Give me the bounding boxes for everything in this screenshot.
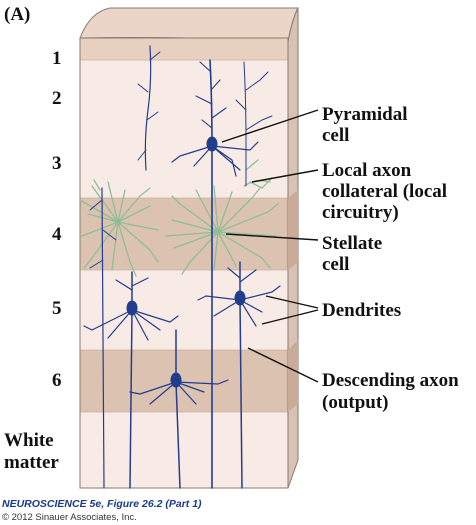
leader-local-axon — [251, 169, 319, 183]
figure-credit-title: NEUROSCIENCE 5e, Figure 26.2 (Part 1) — [2, 498, 202, 510]
layer-6-band — [80, 350, 288, 412]
cortex-block — [79, 7, 299, 489]
white-matter-label-line1: White — [4, 430, 54, 451]
white-matter-label-line2: matter — [4, 452, 59, 473]
label-stellate-line2: cell — [322, 254, 349, 275]
leader-dendrites-a — [265, 295, 319, 309]
leader-dendrites-b — [261, 309, 319, 325]
white-matter-band — [80, 412, 288, 488]
label-descending-line1: Descending axon — [322, 370, 459, 391]
label-pyramidal-line1: Pyramidal — [322, 104, 408, 125]
layer-number-5: 5 — [52, 298, 62, 319]
layer-number-4: 4 — [52, 224, 62, 245]
layer-number-2: 2 — [52, 88, 62, 109]
label-dendrites: Dendrites — [322, 300, 401, 321]
leader-descending — [247, 347, 319, 383]
callout-labels: Pyramidal cell Local axon collateral (lo… — [322, 104, 459, 413]
label-stellate-line1: Stellate — [322, 233, 382, 254]
leader-pyramidal — [221, 109, 319, 143]
pyramidal-neurons — [83, 45, 281, 489]
layer-1-band — [80, 38, 288, 60]
layer-number-1: 1 — [52, 48, 62, 69]
pial-surface — [79, 7, 299, 43]
leader-stellate — [225, 233, 319, 241]
label-local-axon-line2: collateral (local — [322, 181, 447, 202]
layer-numbers: 1 2 3 4 5 6 White matter — [4, 48, 62, 473]
layer-number-6: 6 — [52, 370, 62, 391]
figure-credit-copyright: © 2012 Sinauer Associates, Inc. — [2, 512, 137, 523]
layer-2-3-band — [80, 60, 288, 198]
label-descending-line2: (output) — [322, 392, 389, 413]
label-local-axon-line1: Local axon — [322, 160, 412, 181]
leader-lines — [221, 109, 319, 383]
panel-label: (A) — [4, 4, 30, 25]
label-local-axon-line3: circuitry) — [322, 202, 399, 223]
stellate-cells — [79, 159, 279, 277]
layer-number-3: 3 — [52, 153, 62, 174]
label-pyramidal-line2: cell — [322, 125, 349, 146]
layer-5-band — [80, 270, 288, 350]
